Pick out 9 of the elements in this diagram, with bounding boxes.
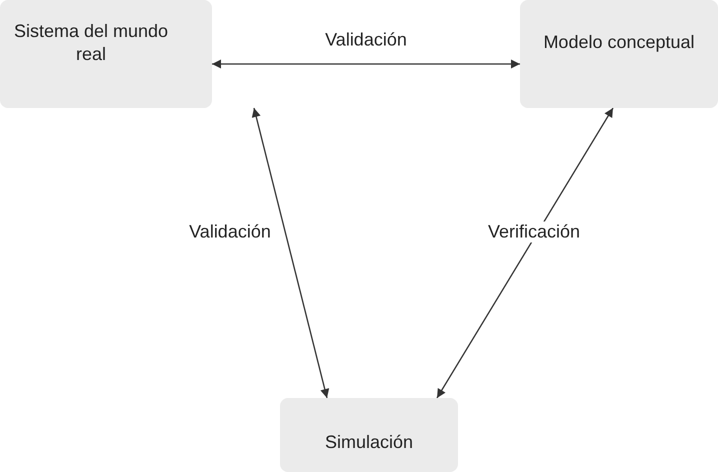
process-box — [0, 0, 212, 108]
double-arrow — [212, 60, 520, 68]
node-label: Sistema del mundo real — [12, 20, 170, 66]
process-box — [280, 398, 458, 472]
double-arrow — [436, 108, 614, 398]
node-label: Simulación — [324, 431, 414, 454]
node-label: Modelo conceptual — [543, 31, 695, 54]
double-arrow — [252, 108, 330, 398]
process-box — [520, 0, 718, 108]
